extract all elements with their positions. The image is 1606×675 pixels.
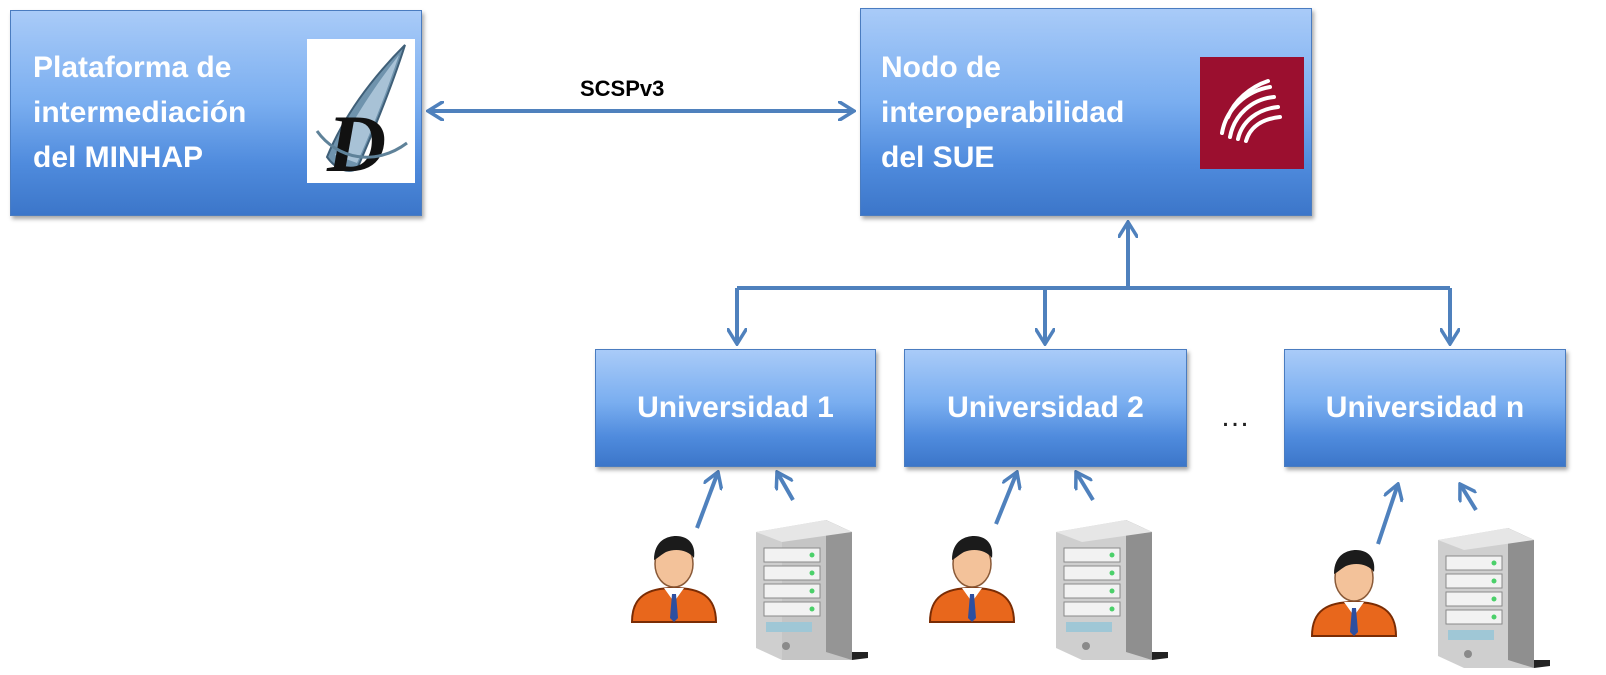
university-node-2: Universidad 2 xyxy=(904,349,1187,467)
university-label-2: Universidad 2 xyxy=(947,391,1144,424)
minhap-line-1: Plataforma de xyxy=(33,51,232,84)
d-swoosh-logo-icon: D xyxy=(307,39,415,189)
user1-arrow xyxy=(695,472,718,529)
sue-arcs-logo-icon xyxy=(1200,57,1304,169)
server-icon xyxy=(1052,502,1172,667)
sue-line-1: Nodo de xyxy=(881,51,1001,84)
servern-arrow xyxy=(1460,484,1478,512)
server1-arrow xyxy=(777,472,795,501)
sue-line-2: interoperabilidad xyxy=(881,96,1125,129)
university-label-1: Universidad 1 xyxy=(637,391,834,424)
ellipsis: … xyxy=(1220,400,1252,433)
usern-arrow xyxy=(1376,484,1398,545)
university-node-n: Universidad n xyxy=(1284,349,1566,467)
server2-arrow xyxy=(1076,472,1095,502)
user-icon xyxy=(626,530,722,633)
server-icon xyxy=(752,502,872,667)
minhap-line-2: intermediación xyxy=(33,96,247,129)
protocol-label: SCSPv3 xyxy=(580,76,665,101)
university-node-1: Universidad 1 xyxy=(595,349,876,467)
minhap-node: Plataforma de intermediación del MINHAP … xyxy=(10,10,422,216)
sue-node: Nodo de interoperabilidad del SUE xyxy=(860,8,1312,216)
user-icon xyxy=(924,530,1020,633)
svg-text:D: D xyxy=(326,98,386,183)
sue-line-3: del SUE xyxy=(881,141,995,174)
user2-arrow xyxy=(994,472,1017,525)
server-icon xyxy=(1434,510,1554,675)
university-label-n: Universidad n xyxy=(1325,391,1525,424)
minhap-line-3: del MINHAP xyxy=(33,141,204,174)
user-icon xyxy=(1306,544,1402,647)
